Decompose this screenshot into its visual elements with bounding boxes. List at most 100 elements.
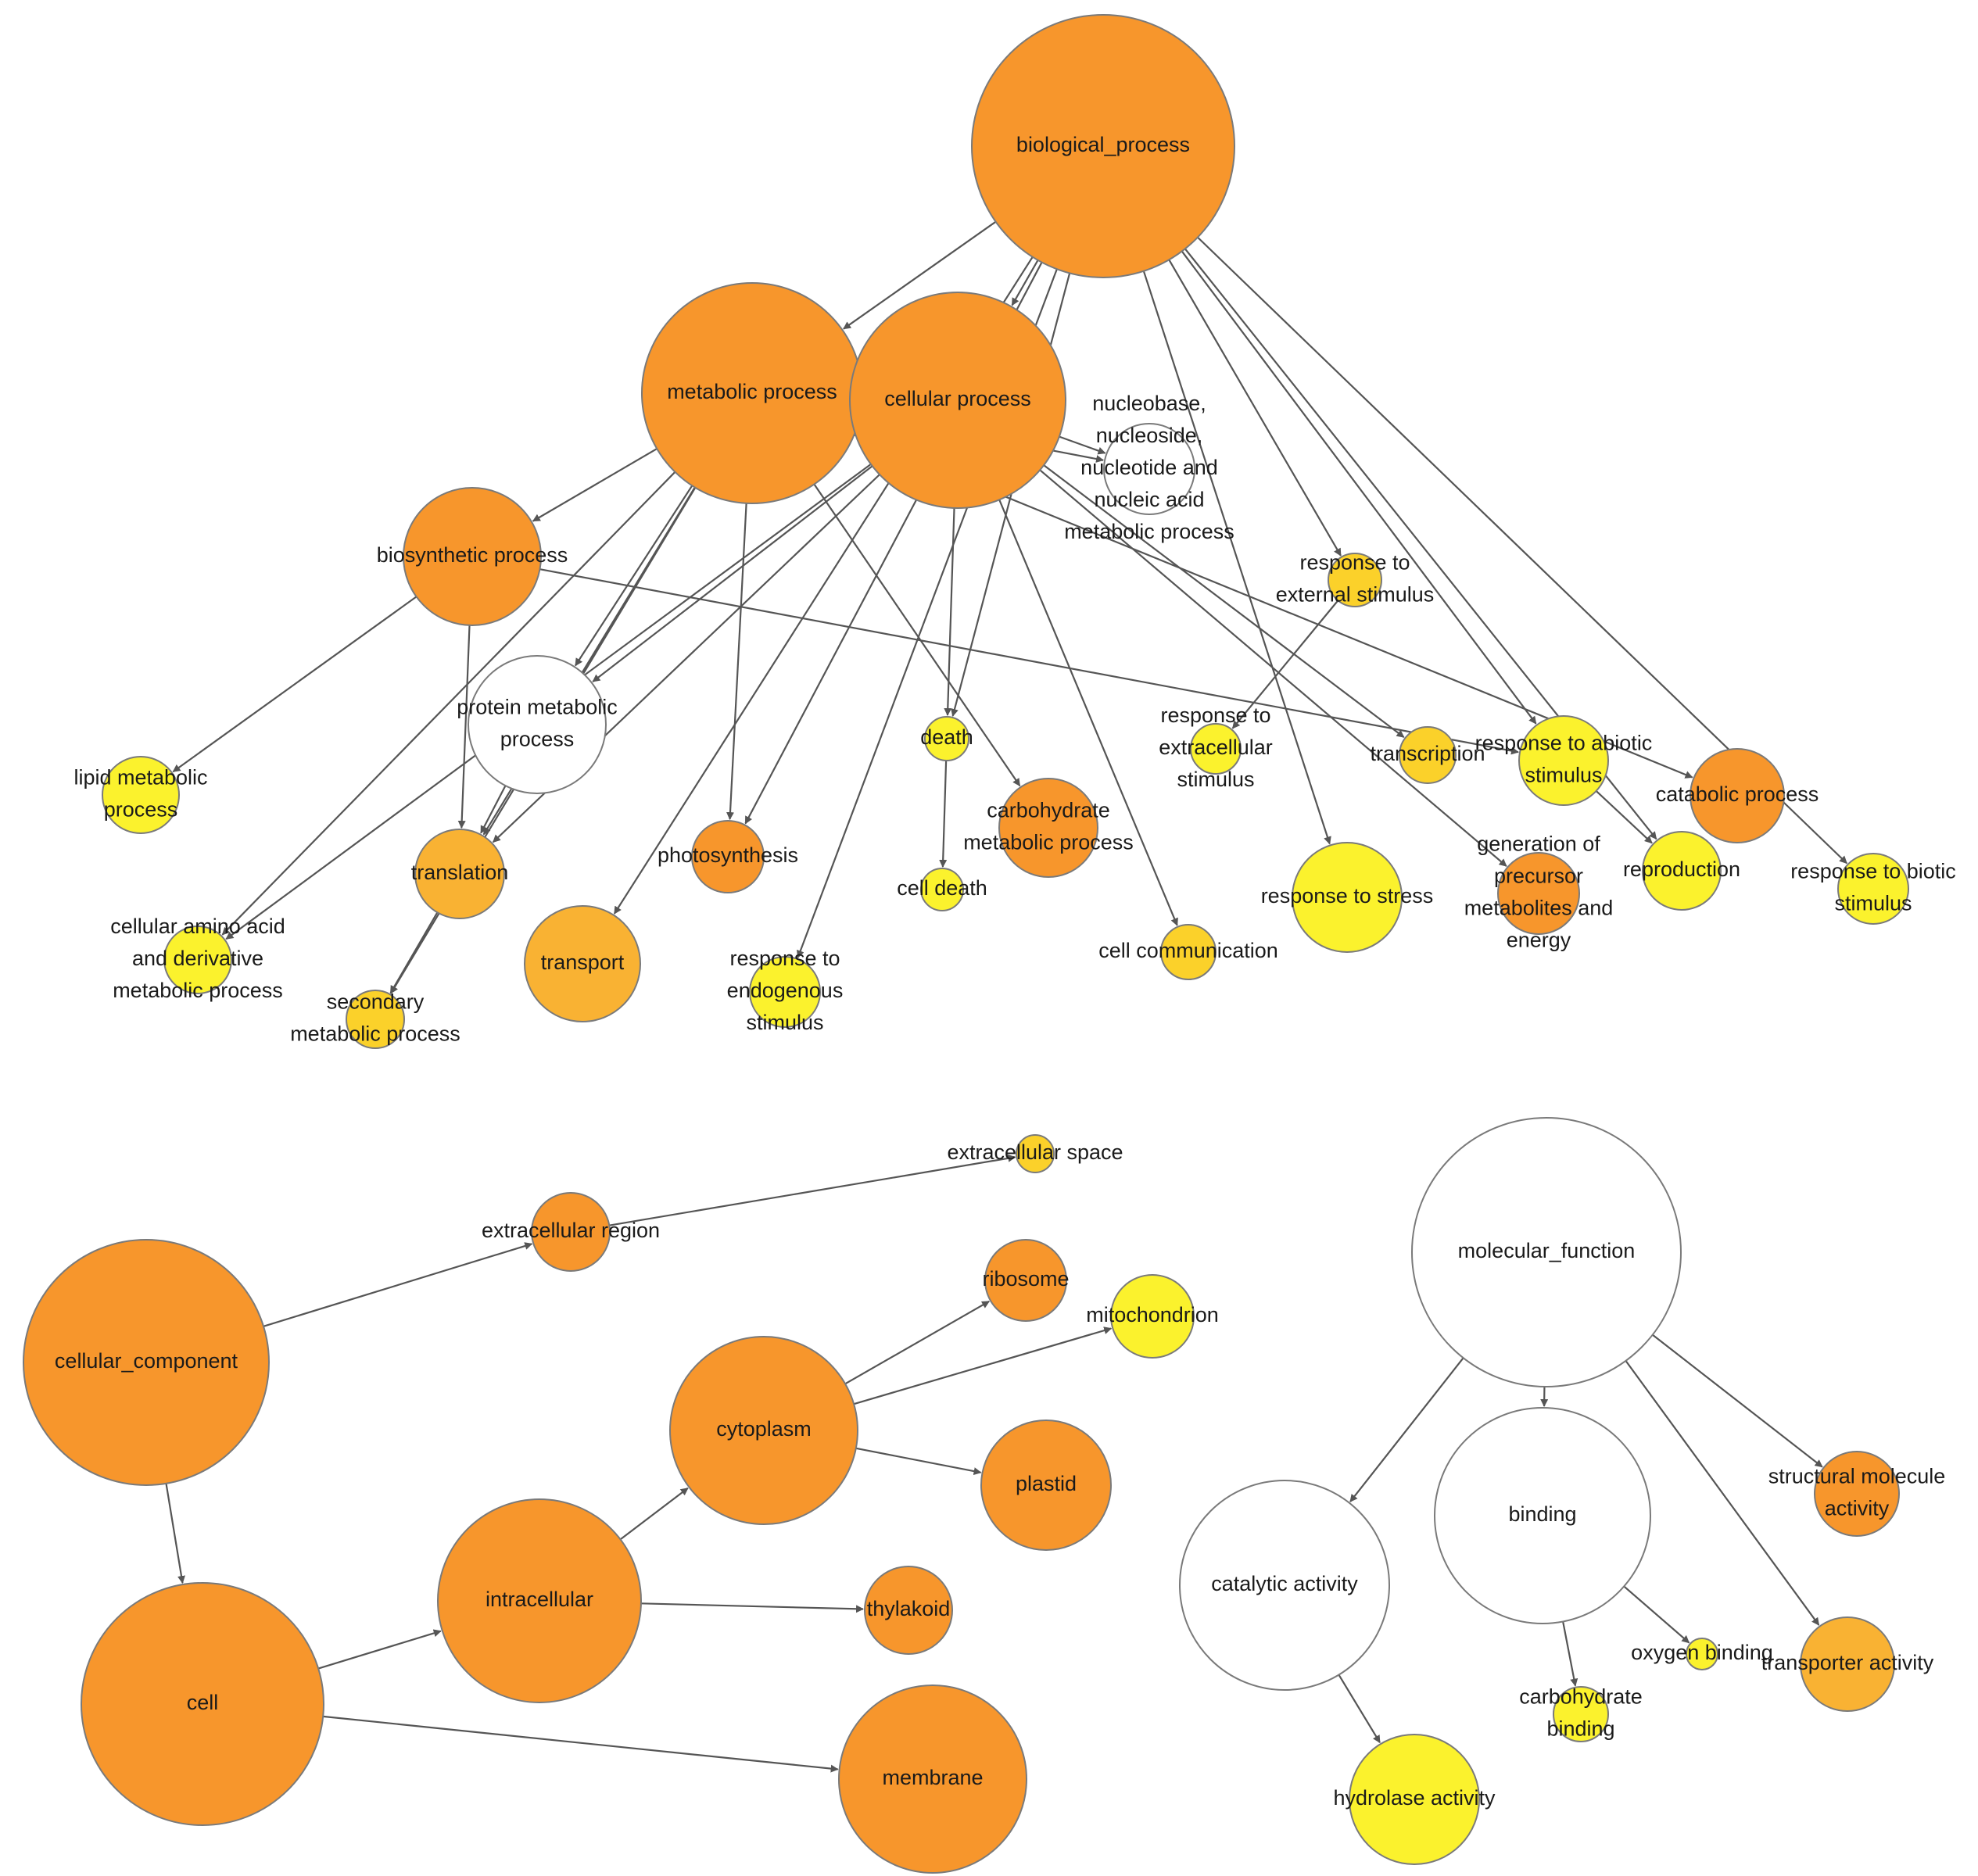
node-circle-death bbox=[924, 716, 969, 761]
node-circle-cytoplasm bbox=[669, 1336, 858, 1525]
node-carbohydrate-metabolic bbox=[998, 778, 1098, 878]
node-catabolic bbox=[1690, 748, 1785, 843]
node-circle-cellular-process bbox=[849, 292, 1066, 509]
node-label-thylakoid: thylakoid bbox=[867, 1597, 951, 1620]
node-label-cellular-amino: cellular amino acid bbox=[110, 915, 285, 938]
node-biological-process bbox=[971, 14, 1235, 278]
edge-molecular_function-to-transporter_activity bbox=[1625, 1360, 1820, 1626]
node-label-cellular-process: cellular process bbox=[884, 387, 1031, 410]
node-label-structural-molecule: structural molecule bbox=[1768, 1465, 1946, 1488]
node-circle-extracellular-region bbox=[531, 1192, 611, 1272]
node-oxygen-binding bbox=[1686, 1638, 1718, 1670]
node-circle-response-endogenous bbox=[749, 956, 821, 1028]
node-label-transport: transport bbox=[541, 951, 625, 974]
node-label-ribosome: ribosome bbox=[982, 1267, 1069, 1291]
edge-intracellular-to-cytoplasm bbox=[619, 1487, 689, 1541]
node-label-cytoplasm: cytoplasm bbox=[716, 1417, 812, 1441]
edge-biological_process-to-metabolic_process bbox=[843, 220, 997, 330]
edge-cellular_component-to-extracellular_region bbox=[263, 1242, 533, 1327]
edge-metabolic_process-to-biosynthetic bbox=[532, 448, 658, 522]
node-circle-hydrolase-activity bbox=[1349, 1734, 1480, 1865]
node-label-transcription: transcription bbox=[1370, 742, 1485, 765]
node-label-response-extracellular: extracellular bbox=[1159, 736, 1273, 759]
node-cellular-amino bbox=[163, 925, 232, 994]
node-translation bbox=[414, 829, 505, 919]
edge-protein_metabolic-to-translation bbox=[480, 785, 507, 834]
edge-cell-to-intracellular bbox=[317, 1629, 442, 1670]
node-circle-transport bbox=[524, 905, 641, 1022]
edge-biological_process-to-response_stress bbox=[1142, 270, 1331, 845]
node-label-nucleobase: metabolic process bbox=[1064, 520, 1234, 543]
node-response-extracellular bbox=[1190, 723, 1242, 775]
node-cellular-component bbox=[23, 1239, 270, 1486]
node-circle-response-biotic bbox=[1837, 853, 1909, 925]
edge-cellular_process-to-cell_communication bbox=[998, 499, 1178, 926]
node-circle-carbohydrate-binding bbox=[1553, 1686, 1609, 1742]
edge-metabolic_process-to-cellular_amino bbox=[221, 471, 676, 936]
node-cell-communication bbox=[1160, 924, 1217, 980]
node-label-response-stress: response to stress bbox=[1261, 884, 1434, 908]
node-transporter-activity bbox=[1800, 1616, 1895, 1712]
node-circle-transporter-activity bbox=[1800, 1616, 1895, 1712]
edge-extracellular_region-to-extracellular_space bbox=[609, 1154, 1016, 1226]
node-circle-translation bbox=[414, 829, 505, 919]
node-cell-death bbox=[920, 868, 964, 911]
node-label-transporter-activity: transporter activity bbox=[1761, 1651, 1934, 1674]
node-mitochondrion bbox=[1110, 1274, 1195, 1359]
node-circle-nucleobase bbox=[1103, 423, 1195, 515]
node-label-plastid: plastid bbox=[1016, 1472, 1077, 1495]
node-circle-secondary-metabolic bbox=[346, 990, 405, 1049]
node-circle-biological-process bbox=[971, 14, 1235, 278]
edge-cellular_process-to-nucleobase bbox=[1059, 435, 1106, 455]
node-circle-extracellular-space bbox=[1016, 1134, 1055, 1173]
node-label-hydrolase-activity: hydrolase activity bbox=[1333, 1786, 1496, 1810]
node-cytoplasm bbox=[669, 1336, 858, 1525]
node-response-external bbox=[1328, 553, 1382, 607]
node-catalytic-activity bbox=[1179, 1480, 1390, 1691]
node-binding bbox=[1434, 1407, 1651, 1624]
node-plastid bbox=[980, 1420, 1112, 1551]
node-label-catalytic-activity: catalytic activity bbox=[1211, 1572, 1358, 1595]
edge-cell-to-membrane bbox=[323, 1715, 839, 1773]
node-circle-response-extracellular bbox=[1190, 723, 1242, 775]
node-circle-transcription bbox=[1399, 726, 1457, 784]
node-lipid-metabolic bbox=[102, 756, 180, 834]
node-transcription bbox=[1399, 726, 1457, 784]
node-cell bbox=[81, 1582, 324, 1826]
node-nucleobase bbox=[1103, 423, 1195, 515]
edge-metabolic_process-to-protein_metabolic bbox=[575, 485, 693, 667]
node-circle-membrane bbox=[838, 1684, 1027, 1874]
node-label-extracellular-space: extracellular space bbox=[947, 1140, 1123, 1164]
edge-intracellular-to-thylakoid bbox=[640, 1602, 865, 1613]
node-circle-photosynthesis bbox=[691, 820, 765, 893]
node-circle-response-stress bbox=[1292, 842, 1403, 953]
edge-cytoplasm-to-mitochondrion bbox=[853, 1326, 1113, 1405]
node-hydrolase-activity bbox=[1349, 1734, 1480, 1865]
node-circle-cellular-amino bbox=[163, 925, 232, 994]
node-circle-catabolic bbox=[1690, 748, 1785, 843]
node-ribosome bbox=[984, 1239, 1067, 1322]
node-label-generation-precursor: generation of bbox=[1477, 832, 1600, 856]
node-response-abiotic bbox=[1518, 715, 1609, 806]
node-label-lipid-metabolic: process bbox=[104, 798, 178, 822]
node-label-membrane: membrane bbox=[882, 1766, 983, 1789]
node-carbohydrate-binding bbox=[1553, 1686, 1609, 1742]
node-circle-cell bbox=[81, 1582, 324, 1826]
node-label-cellular-amino: and derivative bbox=[132, 947, 263, 970]
node-membrane bbox=[838, 1684, 1027, 1874]
node-label-carbohydrate-metabolic: carbohydrate bbox=[987, 799, 1110, 822]
node-circle-generation-precursor bbox=[1497, 852, 1580, 935]
node-label-response-abiotic: response to abiotic bbox=[1475, 732, 1653, 755]
node-response-biotic bbox=[1837, 853, 1909, 925]
node-protein-metabolic bbox=[468, 655, 607, 794]
node-label-biosynthetic: biosynthetic process bbox=[377, 543, 568, 567]
node-intracellular bbox=[437, 1498, 642, 1703]
edge-catalytic_activity-to-hydrolase_activity bbox=[1338, 1674, 1381, 1744]
node-extracellular-space bbox=[1016, 1134, 1055, 1173]
node-circle-structural-molecule bbox=[1814, 1451, 1900, 1537]
node-circle-thylakoid bbox=[864, 1566, 953, 1655]
edge-biosynthetic-to-response_abiotic bbox=[539, 568, 1519, 755]
node-label-response-extracellular: stimulus bbox=[1177, 768, 1254, 791]
edge-biosynthetic-to-translation bbox=[457, 625, 471, 829]
